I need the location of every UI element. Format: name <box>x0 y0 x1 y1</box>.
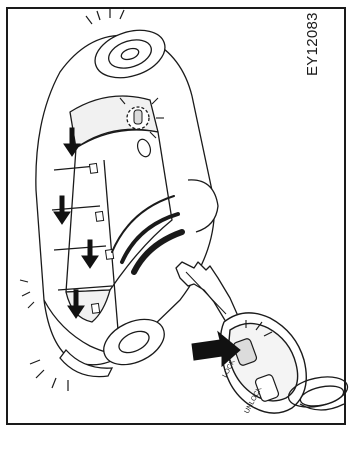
front-lamp-flash-lines <box>30 360 68 391</box>
side-lamp-flash-lines <box>20 280 34 308</box>
rear-lamp-flash-lines <box>86 9 124 24</box>
